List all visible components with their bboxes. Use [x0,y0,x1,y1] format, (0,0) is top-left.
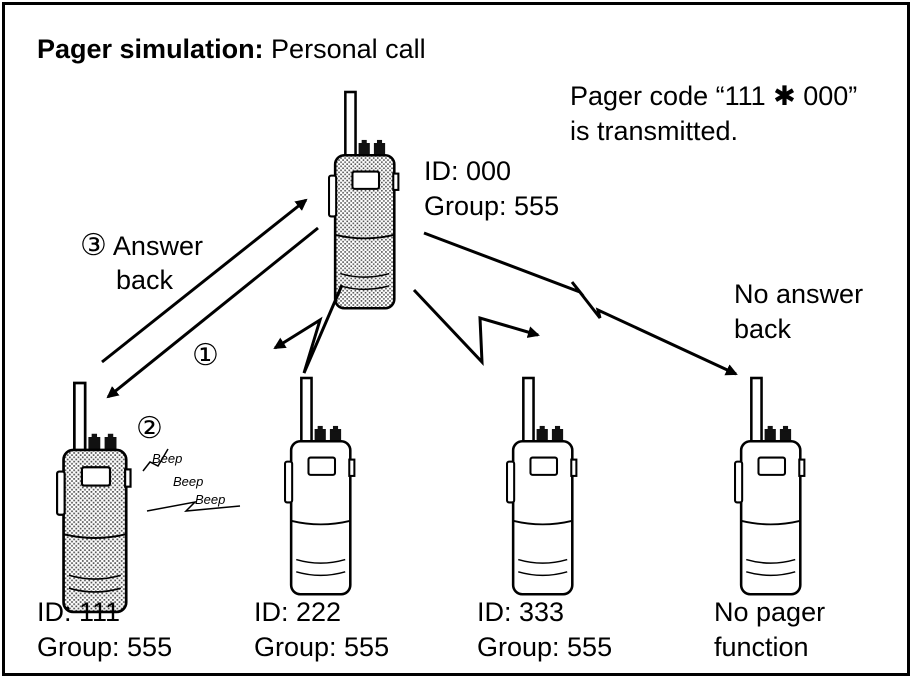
beep-zigzag-bottom [146,500,241,512]
center-radio-icon [327,90,400,310]
answer-back-arrow [101,198,308,364]
radio-no-pager-icon [733,376,806,596]
step-3-marker: ③ [80,229,107,262]
answer-back-line-2: back [116,265,174,295]
title-bold: Pager simulation: [37,34,264,64]
radio-333-id: ID: 333 [477,597,565,627]
no-answer-line-2: back [734,314,792,344]
radio-222-id: ID: 222 [254,597,342,627]
call-arrow [106,226,319,399]
signal-to-333-arrow [412,288,540,366]
step-1-marker: ① [192,339,219,372]
answer-back-label: ③ Answer [80,228,203,264]
radio-111-id: ID: 111 [37,597,121,627]
note-line-2: is transmitted. [570,116,739,146]
no-answer-line-1: No answer [734,279,864,309]
title-rest: Personal call [263,34,426,64]
radio-333-icon [505,376,578,596]
note-line-1: Pager code “111 ✱ 000” [570,81,858,111]
radio-222-group: Group: 555 [254,632,390,662]
beep-2: Beep [173,474,204,489]
beep-3: Beep [195,492,226,507]
center-radio-group: Group: 555 [424,191,560,221]
beep-1: Beep [152,451,183,466]
no-answer-arrow [423,231,738,376]
signal-to-222-arrow [273,284,344,374]
radio-333-group: Group: 555 [477,632,613,662]
no-pager-line-1: No pager [714,597,826,627]
step-2-marker: ② [136,412,163,445]
answer-back-line-1: Answer [112,231,203,261]
page-title: Pager simulation: Personal call [37,31,426,67]
radio-111-icon [55,381,132,614]
radio-111-group: Group: 555 [37,632,173,662]
no-pager-line-2: function [714,632,809,662]
beep-zigzag-top [142,448,169,472]
center-radio-id: ID: 000 [424,156,512,186]
radio-222-icon [283,376,356,596]
